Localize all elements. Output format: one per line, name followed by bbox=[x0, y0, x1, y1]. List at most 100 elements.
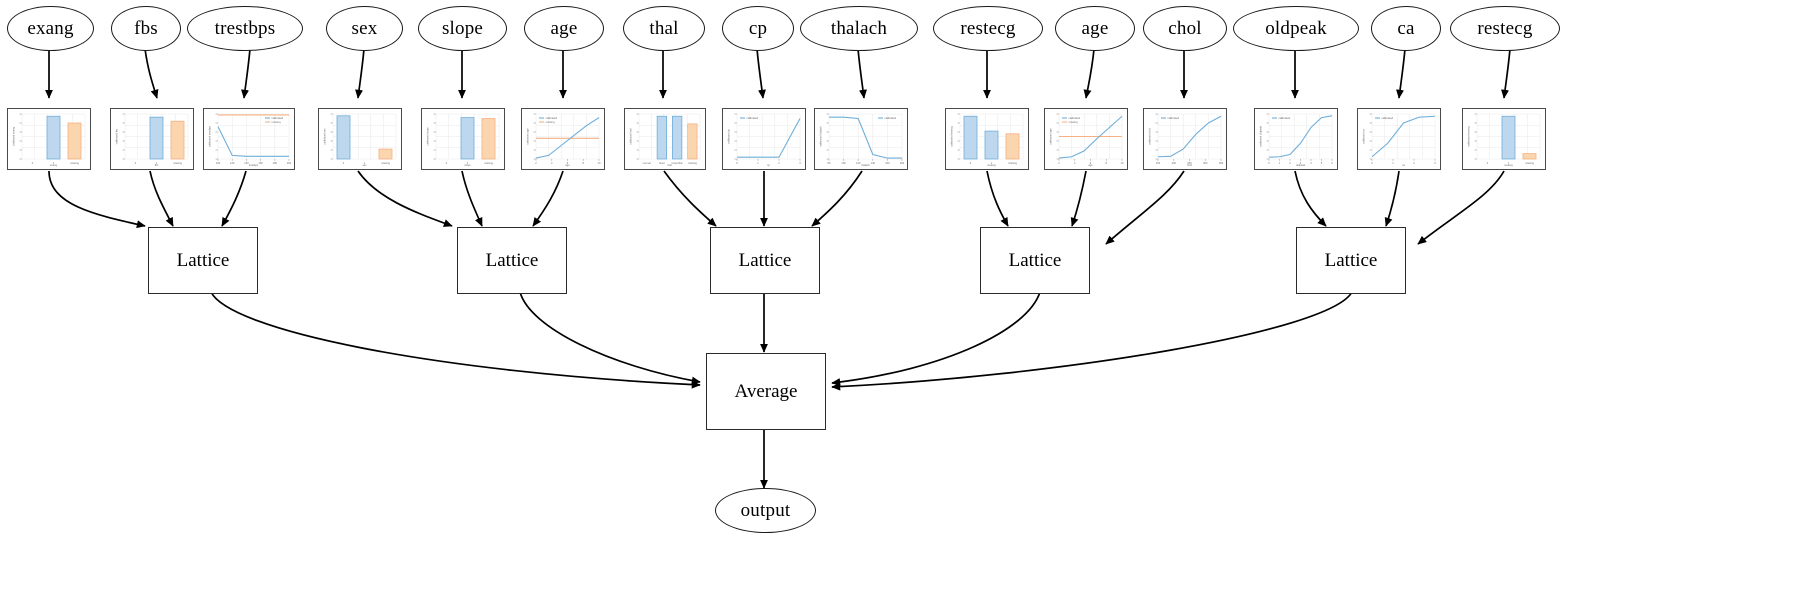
svg-text:100: 100 bbox=[216, 161, 221, 165]
feature-node-restecg-1[interactable]: restecg bbox=[933, 6, 1043, 51]
svg-text:calibrated thalach: calibrated thalach bbox=[819, 126, 823, 147]
svg-text:missing: missing bbox=[381, 161, 390, 165]
svg-text:normal: normal bbox=[643, 161, 651, 165]
svg-text:calibrated exang: calibrated exang bbox=[12, 126, 16, 146]
svg-text:300: 300 bbox=[1203, 161, 1208, 165]
feature-node-thal[interactable]: thal bbox=[623, 6, 705, 51]
svg-text:0: 0 bbox=[135, 161, 137, 165]
feature-label: cp bbox=[748, 18, 768, 39]
lattice-node-3[interactable]: Lattice bbox=[710, 227, 820, 294]
svg-text:1: 1 bbox=[1508, 161, 1510, 165]
lattice-node-2[interactable]: Lattice bbox=[457, 227, 567, 294]
feature-node-ca[interactable]: ca bbox=[1371, 6, 1441, 51]
svg-text:140: 140 bbox=[244, 161, 249, 165]
svg-text:thal: thal bbox=[667, 163, 672, 167]
lattice-label: Lattice bbox=[1008, 249, 1062, 271]
svg-text:fixed: fixed bbox=[659, 161, 665, 165]
svg-text:160: 160 bbox=[885, 161, 890, 165]
svg-text:1: 1 bbox=[364, 161, 366, 165]
svg-text:0: 0 bbox=[446, 161, 448, 165]
feature-label: chol bbox=[1168, 18, 1202, 39]
svg-text:5: 5 bbox=[1321, 161, 1323, 165]
lattice-node-1[interactable]: Lattice bbox=[148, 227, 258, 294]
svg-text:thalach: thalach bbox=[861, 163, 870, 167]
feature-label: ca bbox=[1397, 18, 1415, 39]
svg-text:calibrated: calibrated bbox=[885, 116, 897, 120]
feature-node-sex[interactable]: sex bbox=[326, 6, 403, 51]
svg-text:calibrated trestbps: calibrated trestbps bbox=[208, 125, 212, 147]
feature-label: fbs bbox=[134, 18, 158, 39]
feature-label: restecg bbox=[960, 18, 1016, 39]
feature-label: sex bbox=[351, 18, 378, 39]
svg-text:3: 3 bbox=[1300, 161, 1302, 165]
svg-text:8: 8 bbox=[1106, 161, 1108, 165]
output-node[interactable]: output bbox=[715, 488, 816, 533]
svg-text:age: age bbox=[565, 164, 570, 167]
svg-text:missing: missing bbox=[272, 120, 282, 124]
average-label: Average bbox=[734, 380, 798, 402]
svg-text:calibrated restecg: calibrated restecg bbox=[1467, 126, 1471, 147]
svg-text:3: 3 bbox=[1434, 161, 1436, 165]
feature-node-fbs[interactable]: fbs bbox=[111, 6, 181, 51]
svg-text:3: 3 bbox=[799, 161, 801, 165]
svg-text:missing: missing bbox=[546, 120, 556, 124]
feature-node-trestbps[interactable]: trestbps bbox=[187, 6, 303, 51]
svg-text:calibrated age: calibrated age bbox=[526, 128, 530, 145]
lattice-node-4[interactable]: Lattice bbox=[980, 227, 1090, 294]
svg-text:10: 10 bbox=[598, 161, 601, 165]
svg-text:6: 6 bbox=[1331, 161, 1333, 165]
average-node[interactable]: Average bbox=[706, 353, 826, 430]
svg-text:ca: ca bbox=[1402, 164, 1405, 167]
feature-node-slope[interactable]: slope bbox=[418, 6, 507, 51]
svg-text:missing: missing bbox=[173, 161, 182, 165]
svg-text:chol: chol bbox=[1187, 163, 1192, 167]
feature-node-thalach[interactable]: thalach bbox=[800, 6, 918, 51]
output-label: output bbox=[740, 500, 791, 521]
svg-text:missing: missing bbox=[1008, 161, 1017, 165]
feature-node-oldpeak[interactable]: oldpeak bbox=[1233, 6, 1359, 51]
svg-text:2: 2 bbox=[1289, 161, 1291, 165]
lattice-node-5[interactable]: Lattice bbox=[1296, 227, 1406, 294]
feature-node-restecg-2[interactable]: restecg bbox=[1450, 6, 1560, 51]
feature-node-chol[interactable]: chol bbox=[1143, 6, 1227, 51]
svg-text:calibrated sex: calibrated sex bbox=[323, 128, 327, 145]
feature-node-exang[interactable]: exang bbox=[7, 6, 94, 51]
svg-text:180: 180 bbox=[900, 161, 905, 165]
feature-node-age-2[interactable]: age bbox=[1055, 6, 1135, 51]
feature-node-cp[interactable]: cp bbox=[722, 6, 794, 51]
feature-label: age bbox=[550, 18, 578, 39]
svg-text:calibrated: calibrated bbox=[1069, 116, 1081, 120]
feature-label: slope bbox=[441, 18, 484, 39]
svg-text:calibrated: calibrated bbox=[1382, 116, 1394, 120]
svg-text:120: 120 bbox=[856, 161, 861, 165]
svg-text:1: 1 bbox=[1279, 161, 1281, 165]
svg-text:exang: exang bbox=[50, 164, 58, 167]
svg-text:calibrated age: calibrated age bbox=[1049, 128, 1053, 145]
feature-node-age-1[interactable]: age bbox=[524, 6, 604, 51]
svg-text:80: 80 bbox=[828, 161, 831, 165]
svg-text:calibrated slope: calibrated slope bbox=[426, 127, 430, 146]
